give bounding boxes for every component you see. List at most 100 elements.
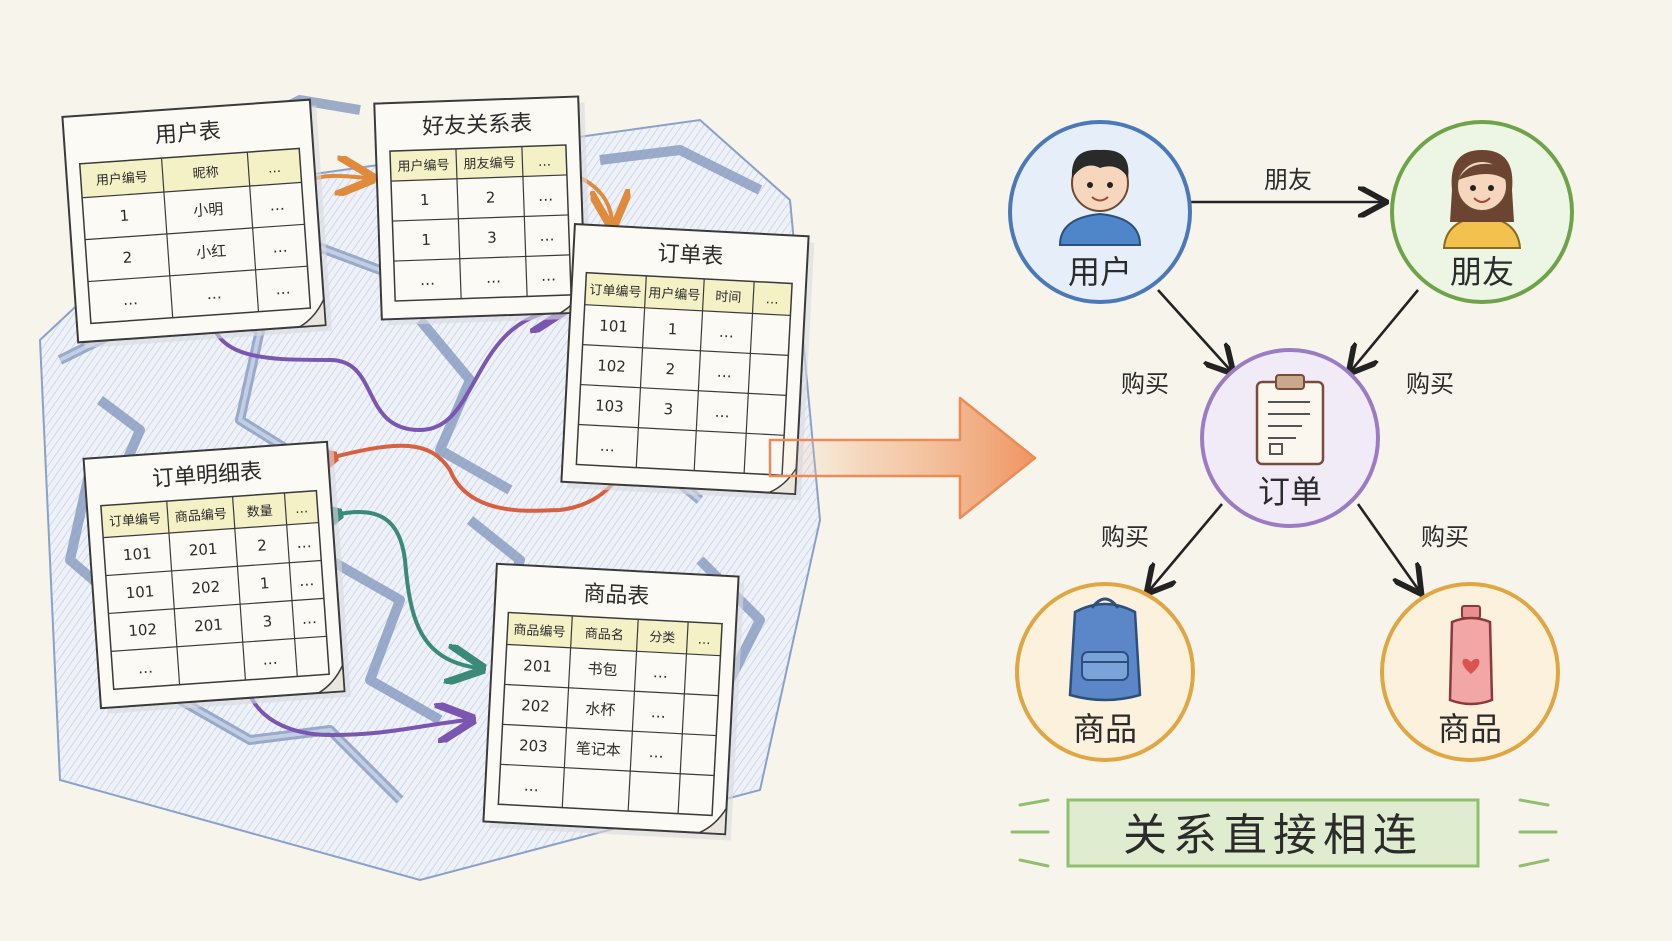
table-cell: 2 [122, 248, 133, 267]
table-header-cell: 用户编号 [95, 169, 148, 189]
table-cell: … [420, 271, 436, 290]
table-row-line [87, 265, 308, 283]
table-cell: … [301, 609, 317, 628]
table-cell: 201 [194, 616, 224, 636]
node-friend: 朋友 [1390, 120, 1574, 304]
table-header-cell: 订单编号 [109, 512, 162, 531]
table-header-cell: 用户编号 [648, 285, 701, 304]
table-row-line [584, 304, 791, 317]
table-cell: 101 [125, 582, 155, 602]
table-cell: … [269, 196, 285, 215]
table-title: 商品表 [583, 581, 650, 609]
edge-label-user-friend: 朋友 [1264, 166, 1312, 194]
table-row-line [105, 559, 322, 577]
table-border [389, 144, 572, 302]
table-row-line [108, 597, 324, 615]
table-cell: … [206, 284, 222, 303]
table-row-line [111, 635, 327, 652]
table-cell: 2 [486, 188, 496, 206]
table-cell: 102 [597, 356, 627, 375]
table-header-cell: 分类 [649, 630, 676, 646]
table-header-cell: 时间 [715, 290, 742, 306]
table-cell: 201 [523, 656, 553, 675]
table-cell: … [714, 403, 730, 422]
node-order: 订单 [1200, 348, 1380, 528]
table-row-line [582, 344, 789, 357]
table-title: 用户表 [154, 119, 222, 149]
table-row-line [82, 181, 302, 199]
table-cell: … [539, 226, 555, 245]
table-cell: … [652, 663, 668, 682]
table-cell: 小红 [196, 242, 227, 262]
backpack-icon [1068, 597, 1142, 702]
table-header-bg [584, 272, 793, 316]
table-row-line [580, 383, 787, 396]
table-col-line [166, 501, 181, 685]
table-cell: 小明 [193, 200, 224, 220]
table-cell: … [538, 186, 554, 205]
node-label-product-1: 商品 [1073, 710, 1137, 748]
table-cell: … [262, 650, 278, 669]
table-cell: … [137, 659, 153, 678]
table-cell: … [648, 743, 664, 762]
edge-labels: 朋友 购买 购买 购买 购买 [1101, 166, 1469, 551]
table-row-line [502, 723, 717, 737]
table-cell: 1 [667, 320, 677, 338]
table-header-cell: 商品名 [584, 626, 624, 644]
table-header-cell: 朋友编号 [463, 155, 516, 173]
node-label-user: 用户 [1068, 253, 1132, 291]
table-cell: 书包 [587, 660, 618, 680]
table-header-cell: … [697, 632, 711, 648]
table-cell: 2 [665, 360, 675, 378]
edge-order-product2 [1356, 503, 1420, 592]
table-cell: … [523, 777, 539, 796]
node-label-friend: 朋友 [1450, 253, 1514, 291]
boy-avatar-icon [1058, 149, 1142, 246]
table-cell: 1 [421, 231, 431, 249]
table-col-line [455, 148, 462, 299]
table-cell: … [299, 571, 315, 590]
edge-friend-order [1350, 289, 1420, 372]
table-header-cell: … [765, 292, 779, 308]
table-cell: … [272, 238, 288, 257]
table-border [497, 611, 723, 817]
table-cell: … [122, 290, 138, 309]
table-cell: 1 [119, 207, 130, 226]
table-cell: 笔记本 [575, 739, 621, 759]
table-title: 好友关系表 [422, 111, 533, 140]
girl-avatar-icon [1442, 150, 1522, 249]
table-header-bg [79, 148, 302, 198]
table-header-cell: 用户编号 [397, 157, 450, 175]
table-cell: 103 [595, 396, 625, 415]
transition-arrow [768, 396, 1037, 520]
edge-label-friend-order: 购买 [1406, 370, 1454, 398]
card-curl [299, 296, 327, 328]
table-row-line [500, 763, 715, 777]
card-curl [698, 805, 728, 835]
table-row-line [506, 643, 721, 657]
table-row-line [578, 423, 785, 436]
table-cell: … [650, 703, 666, 722]
node-product-1: 商品 [1015, 582, 1195, 762]
table-cell: … [275, 279, 291, 298]
table-cell: … [486, 268, 502, 287]
table-row-line [84, 223, 305, 241]
table-cell: 201 [188, 540, 218, 560]
table-cell: … [541, 266, 557, 285]
table-header-cell: 昵称 [192, 165, 219, 182]
table-border [100, 489, 331, 691]
table-row-line [392, 214, 569, 222]
node-label-order: 订单 [1258, 473, 1322, 511]
table-cell: 1 [420, 191, 430, 209]
edge-label-user-order: 购买 [1121, 370, 1169, 398]
table-header-cell: 数量 [246, 504, 273, 521]
table-col-line [521, 146, 528, 297]
edge-order-product1 [1148, 503, 1223, 592]
table-header-cell: 订单编号 [589, 283, 642, 301]
